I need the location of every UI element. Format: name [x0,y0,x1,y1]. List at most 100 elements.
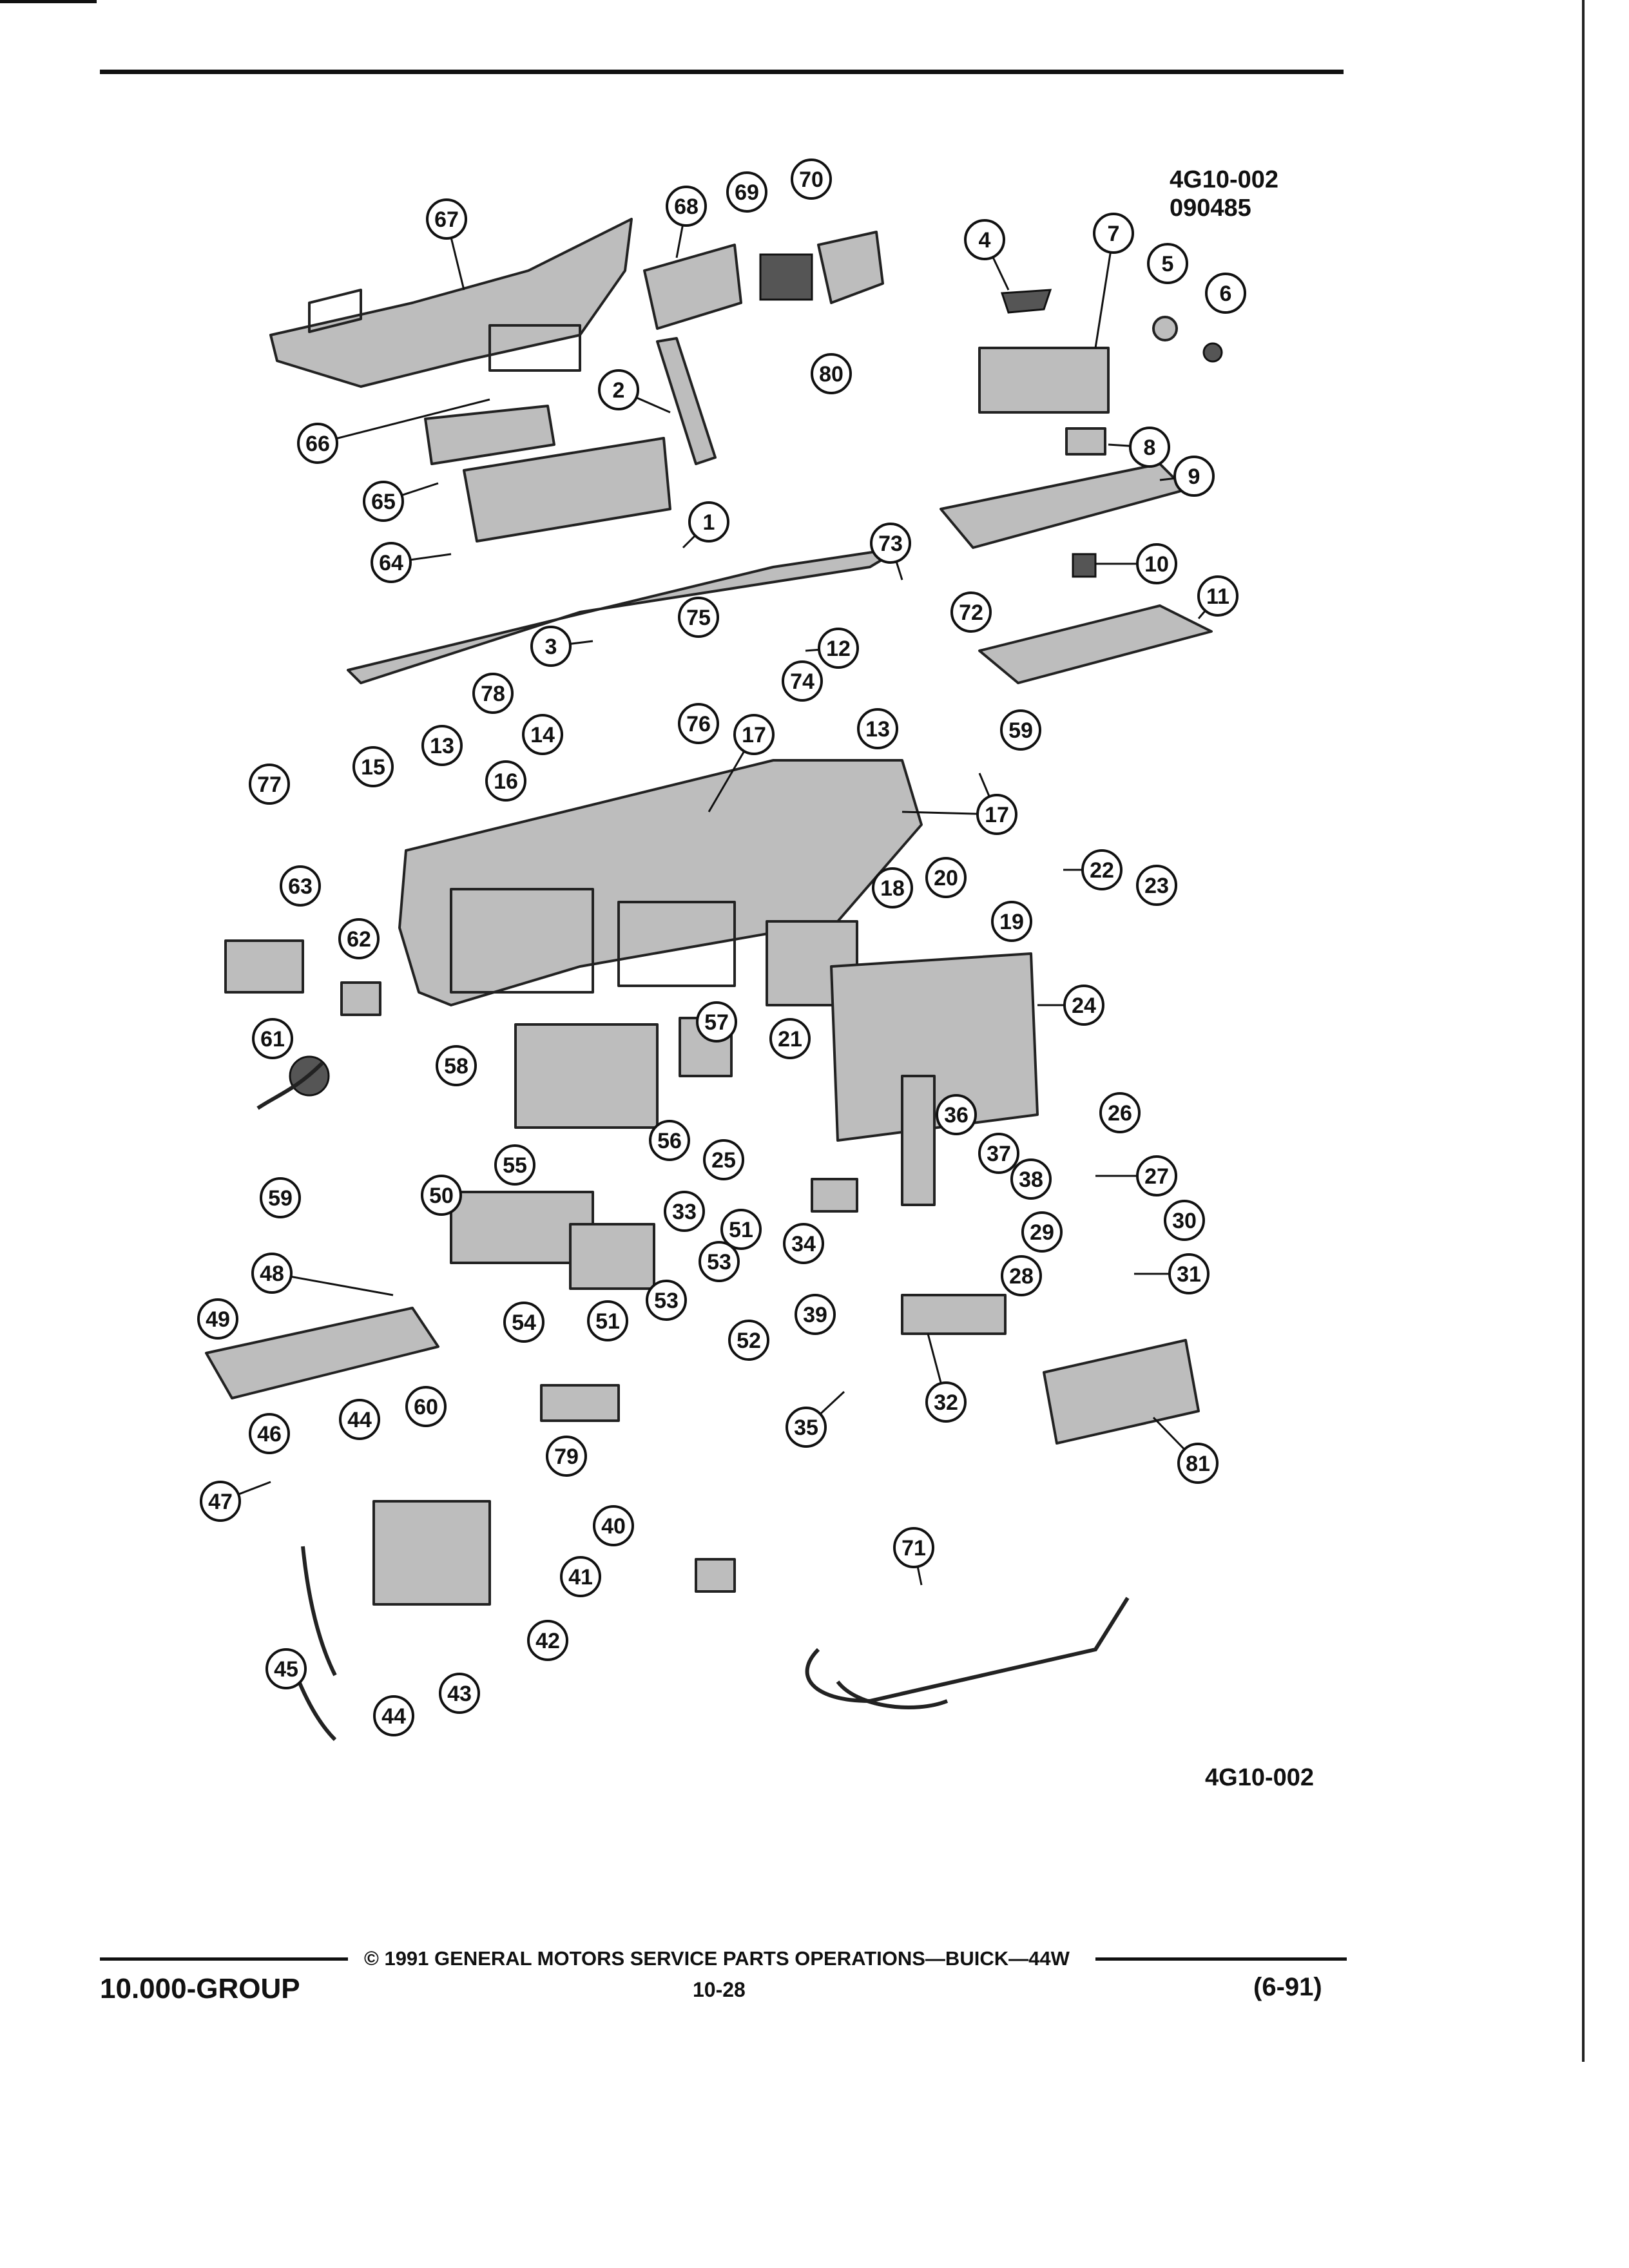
callout-59: 59 [260,1177,301,1218]
part-trim-66 [488,324,581,372]
callout-77: 77 [249,764,290,805]
callout-number: 26 [1108,1101,1132,1126]
part-drawings [205,218,1223,1742]
callout-55: 55 [494,1144,535,1186]
callout-52: 52 [728,1320,769,1361]
callout-number: 69 [735,180,759,205]
callout-30: 30 [1164,1200,1205,1241]
callout-number: 17 [985,803,1009,827]
part-lock-8 [1065,427,1106,456]
callout-number: 44 [347,1408,372,1432]
callout-number: 32 [934,1390,958,1415]
figure-code: 4G10-002 [1170,166,1279,193]
callout-2: 2 [598,369,639,410]
callout-number: 22 [1090,858,1114,883]
figure-date: 090485 [1170,195,1251,222]
part-panel-49 [205,1307,439,1399]
callout-number: 56 [657,1129,682,1153]
callout-number: 51 [729,1218,753,1242]
callout-number: 75 [686,606,711,630]
callout-number: 44 [381,1704,406,1729]
callout-number: 35 [794,1416,818,1440]
callout-58: 58 [436,1045,477,1086]
callout-number: 72 [959,601,983,625]
callout-number: 21 [778,1027,802,1052]
callout-number: 63 [288,874,313,899]
callout-number: 33 [672,1200,697,1224]
callout-number: 65 [371,490,396,514]
part-panel-11 [978,604,1213,684]
callout-number: 47 [208,1490,233,1514]
callout-4: 4 [964,219,1005,260]
callout-number: 79 [554,1445,579,1469]
callout-number: 11 [1206,584,1229,609]
callout-43: 43 [439,1673,480,1714]
callout-number: 67 [434,207,459,232]
callout-81: 81 [1177,1443,1219,1484]
callout-48: 48 [251,1253,293,1294]
callout-number: 5 [1162,252,1174,276]
callout-6: 6 [1205,273,1246,314]
diagram-code-bottom: 4G10-002 [1205,1764,1315,1791]
footer-rule-right [1095,1957,1347,1961]
callout-67: 67 [426,198,467,240]
callout-number: 30 [1172,1209,1197,1233]
part-vent-58 [514,1023,659,1129]
part-ring-69 [759,253,813,301]
callout-75: 75 [678,597,719,638]
footer-rule-left [100,1957,348,1961]
part-plate-37 [901,1075,936,1206]
callout-36: 36 [936,1094,977,1135]
callout-25: 25 [703,1139,744,1180]
part-glovebox-7 [978,347,1110,414]
part-latch-4 [1000,289,1052,314]
callout-number: 40 [601,1514,626,1539]
callout-37: 37 [978,1133,1019,1174]
wire-harness-2 [256,1061,324,1110]
callout-number: 34 [791,1232,816,1256]
callout-number: 53 [707,1250,731,1274]
callout-12: 12 [818,628,859,669]
callout-number: 53 [654,1289,679,1313]
callout-51: 51 [720,1209,762,1250]
callout-54: 54 [503,1302,545,1343]
callout-number: 13 [865,717,890,742]
callout-number: 60 [414,1395,438,1419]
part-duct-68 [643,244,742,330]
callout-number: 54 [512,1311,536,1335]
callout-number: 43 [447,1682,472,1706]
part-duct-67 [269,218,633,388]
callout-number: 68 [674,195,699,219]
part-duct-65 [424,405,555,465]
part-switch-34 [811,1178,858,1213]
callout-number: 78 [481,682,505,706]
callout-40: 40 [593,1505,634,1546]
callout-number: 59 [1008,718,1033,743]
callout-78: 78 [472,673,514,714]
callout-65: 65 [363,481,404,522]
callout-number: 41 [568,1565,593,1590]
callout-number: 73 [878,532,903,556]
wire-harness-3 [301,1546,337,1677]
callout-46: 46 [249,1413,290,1454]
callout-76: 76 [678,703,719,744]
callout-53: 53 [699,1241,740,1282]
callout-22: 22 [1081,849,1123,890]
callout-number: 50 [429,1184,454,1208]
callout-number: 39 [803,1303,827,1327]
callout-7: 7 [1093,213,1134,254]
callout-number: 51 [595,1309,620,1334]
callout-number: 42 [535,1629,560,1653]
header-rule [100,70,1344,74]
callout-28: 28 [1001,1255,1042,1296]
callout-50: 50 [421,1175,462,1216]
callout-markers: 1234567891011121313141516171718192021222… [197,159,1246,1736]
callout-number: 19 [999,910,1024,934]
callout-11: 11 [1197,575,1239,617]
callout-number: 12 [826,637,851,661]
callout-32: 32 [925,1381,967,1423]
callout-number: 7 [1108,222,1120,246]
leader-line [317,398,490,445]
callout-number: 59 [268,1186,293,1211]
part-panel-81 [1043,1339,1200,1445]
